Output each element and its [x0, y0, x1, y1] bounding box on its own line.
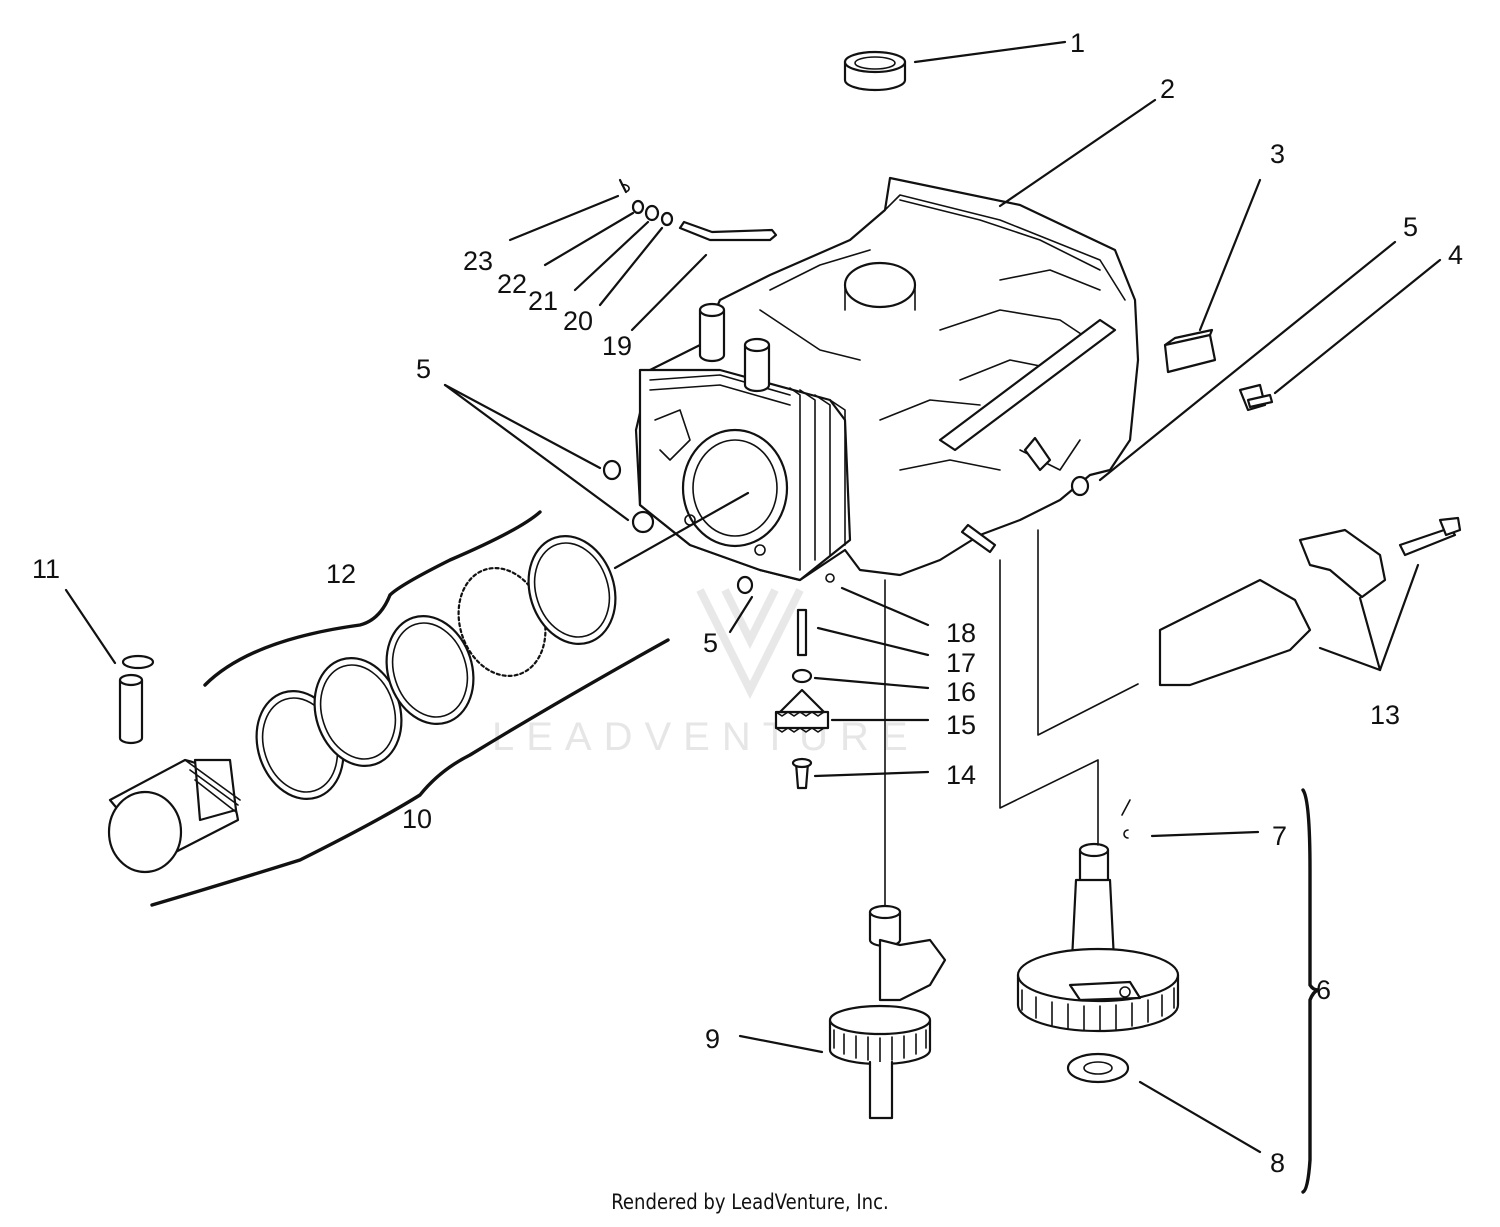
callout-1: 1 [1070, 28, 1085, 58]
watermark: LEADVENTURE [492, 588, 920, 759]
part-4-screw [1238, 383, 1274, 412]
callout-22: 22 [497, 269, 527, 299]
callout-5-bottom: 5 [703, 628, 718, 658]
camshaft [1016, 842, 1180, 1033]
watermark-text: LEADVENTURE [492, 715, 920, 759]
part-7-pin [1121, 799, 1131, 839]
callout-7: 7 [1272, 821, 1287, 851]
footer-credit: Rendered by LeadVenture, Inc. [611, 1190, 889, 1214]
callout-21: 21 [528, 286, 558, 316]
callout-12: 12 [326, 559, 356, 589]
wrist-pin [118, 654, 155, 745]
part-3-bracket [1163, 328, 1217, 374]
breather-parts [618, 178, 778, 242]
connecting-rod [1158, 516, 1462, 687]
crankshaft [828, 904, 947, 1120]
callout-19: 19 [602, 331, 632, 361]
part-1-seal [843, 50, 907, 92]
callout-4: 4 [1448, 240, 1463, 270]
crankcase-block [634, 176, 1140, 582]
dowel-pins [602, 459, 1090, 595]
callout-2: 2 [1160, 74, 1175, 104]
callout-13: 13 [1370, 700, 1400, 730]
callout-23: 23 [463, 246, 493, 276]
callout-10: 10 [402, 804, 432, 834]
callout-6: 6 [1316, 975, 1331, 1005]
callout-5-right: 5 [1403, 212, 1418, 242]
callout-20: 20 [563, 306, 593, 336]
piston [107, 758, 241, 874]
callout-16: 16 [946, 677, 976, 707]
part-8-washer [1066, 1052, 1130, 1084]
callout-18: 18 [946, 618, 976, 648]
leader-lines [64, 40, 1442, 1194]
callout-15: 15 [946, 710, 976, 740]
governor-gear-assembly [774, 573, 835, 790]
piston-rings [255, 535, 617, 800]
callout-5-left: 5 [416, 354, 431, 384]
callout-11: 11 [32, 554, 60, 584]
callout-8: 8 [1270, 1148, 1285, 1178]
callout-3: 3 [1270, 139, 1285, 169]
callout-17: 17 [946, 648, 976, 678]
callout-9: 9 [705, 1024, 720, 1054]
callout-14: 14 [946, 760, 976, 790]
callout-labels: 1 2 3 4 5 5 5 6 7 8 9 10 11 12 13 14 15 … [32, 28, 1463, 1178]
